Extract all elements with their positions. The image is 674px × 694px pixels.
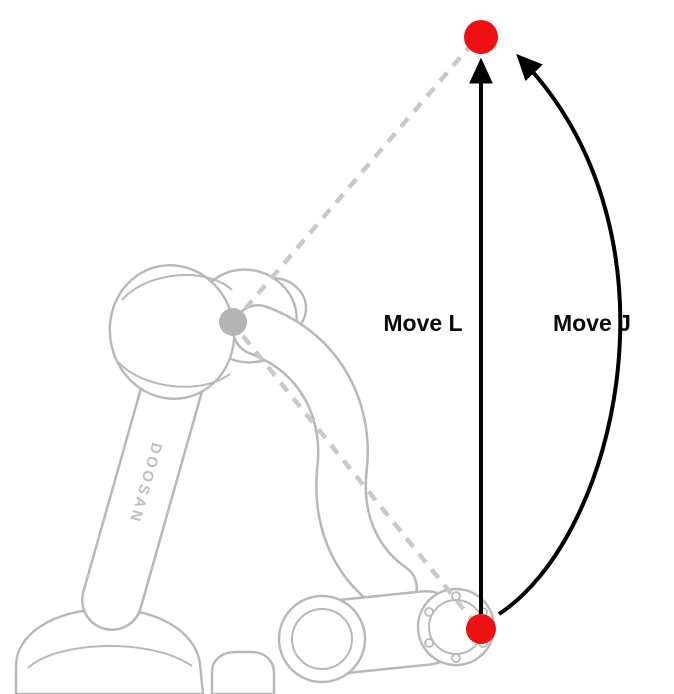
dashed-line-to-target: [243, 44, 472, 311]
move-l-label: Move L: [383, 310, 462, 336]
robot-base-plate: [210, 650, 276, 694]
start-point: [466, 614, 496, 644]
flange-bolt-4: [451, 653, 461, 663]
flange-bolt-6: [424, 607, 434, 617]
robot-base-detail: [27, 645, 193, 669]
robot-wrist-joint-inner: [291, 608, 353, 670]
robot-arm-sketch: DOOSAN: [14, 264, 496, 694]
dashed-line-to-start: [241, 334, 476, 624]
robot-forearm-fill: [234, 306, 416, 612]
robot-upper-arm-fill: [83, 345, 205, 629]
robot-shoulder-detail-top: [121, 274, 233, 301]
move-j-arc: [497, 53, 623, 616]
move-j-label: Move J: [553, 310, 631, 336]
flange-bolt-5: [424, 638, 434, 648]
shoulder-joint-dot: [219, 308, 247, 336]
robot-shoulder-detail-bottom: [117, 361, 231, 388]
target-point: [464, 20, 498, 54]
flange-bolt-1: [451, 591, 461, 601]
